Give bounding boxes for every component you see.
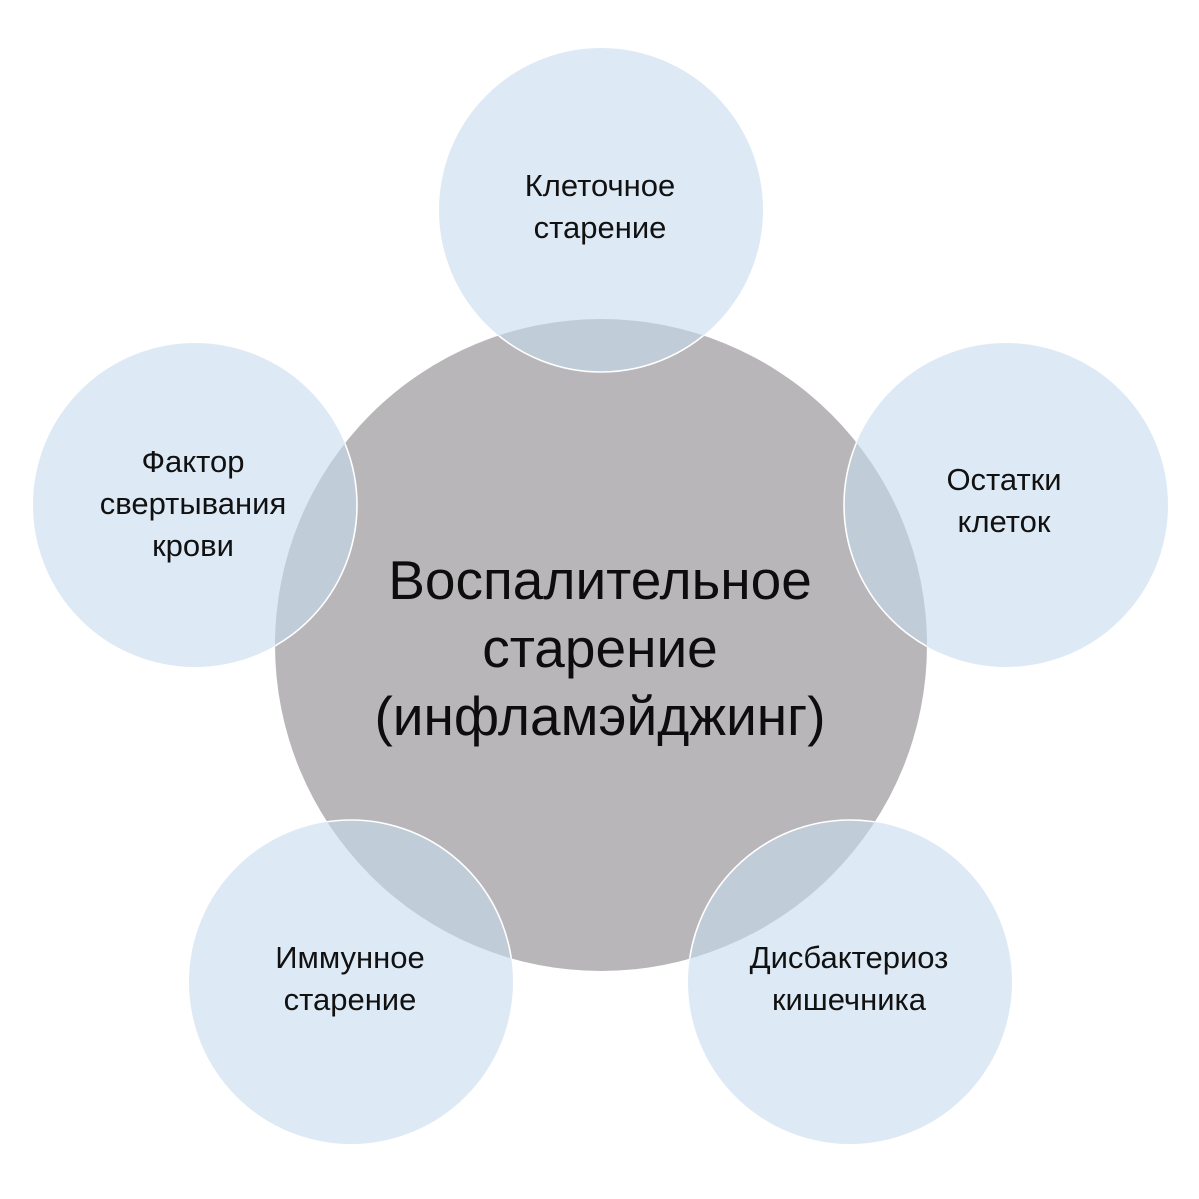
node-label-line: кишечника xyxy=(771,982,927,1017)
node-label-line: Дисбактериоз xyxy=(749,940,949,975)
node-circle-left xyxy=(33,343,357,667)
center-label-line: старение xyxy=(482,617,718,679)
node-circle-top xyxy=(439,48,763,372)
node-label-line: старение xyxy=(283,982,417,1017)
node-label-line: Фактор xyxy=(141,444,245,479)
node-circle-right xyxy=(844,343,1168,667)
node-label-line: клеток xyxy=(957,504,1051,539)
node-label-left: Фактор свертывания крови xyxy=(100,441,286,567)
node-label-bottom-left: Иммунное старение xyxy=(275,937,424,1021)
center-label: Воспалительное старение (инфламэйджинг) xyxy=(374,546,825,750)
node-label-line: Иммунное xyxy=(275,940,425,975)
center-circle xyxy=(275,319,927,971)
node-label-line: свертывания xyxy=(99,486,287,521)
center-label-line: (инфламэйджинг) xyxy=(374,685,826,747)
node-label-bottom-right: Дисбактериоз кишечника xyxy=(750,937,949,1021)
node-label-line: старение xyxy=(533,210,667,245)
node-label-line: Остатки xyxy=(946,462,1062,497)
node-label-right: Остатки клеток xyxy=(946,459,1061,543)
center-label-line: Воспалительное xyxy=(388,549,812,611)
overlap-outlines xyxy=(275,319,927,971)
node-label-line: Клеточное xyxy=(524,168,676,203)
node-label-line: крови xyxy=(152,528,234,563)
node-label-top: Клеточное старение xyxy=(525,165,676,249)
